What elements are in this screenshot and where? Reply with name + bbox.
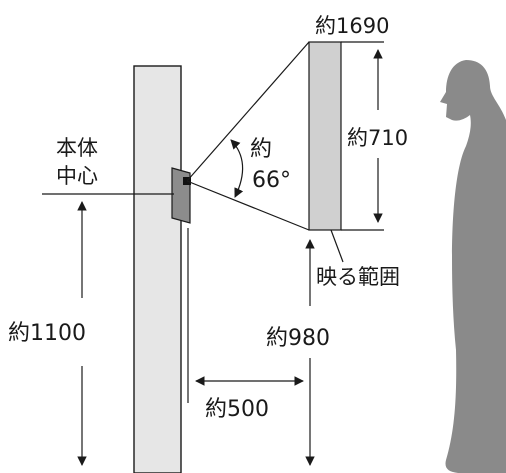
wall (133, 65, 182, 473)
view-area (308, 41, 342, 231)
intercom-device (171, 167, 191, 224)
label-subject-height: 約980 (266, 326, 330, 351)
label-center-line2: 中心 (56, 164, 98, 188)
label-view-height: 約710 (347, 126, 408, 150)
person-silhouette (440, 60, 506, 473)
label-angle-value: 66° (252, 168, 291, 193)
label-view-range: 映る範囲 (316, 265, 400, 289)
label-center-line1: 本体 (56, 136, 98, 160)
label-width-top: 約1690 (315, 14, 389, 38)
angle-arc (230, 139, 244, 198)
view-line-top (186, 41, 310, 182)
view-range-leader (330, 229, 344, 263)
label-device-height: 約1100 (8, 321, 86, 346)
label-distance: 約500 (205, 397, 269, 422)
view-line-bottom (186, 180, 310, 231)
label-angle-prefix: 約 (250, 137, 272, 162)
